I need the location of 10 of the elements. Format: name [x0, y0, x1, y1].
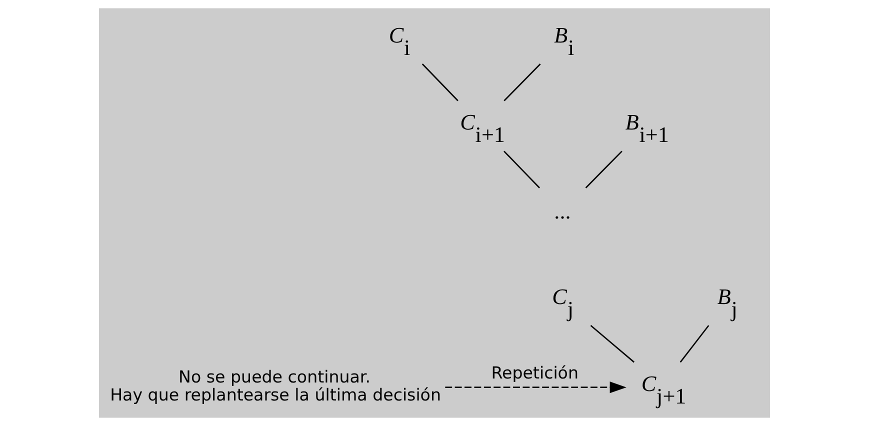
connector — [504, 150, 540, 188]
arrow — [445, 382, 626, 394]
node-text: No se puede continuar. Hay que replantearse la última decisión — [110, 368, 441, 405]
connector — [585, 150, 622, 188]
edge-label: Repetición — [491, 363, 578, 382]
connector — [422, 64, 458, 102]
connector — [504, 64, 541, 102]
node-text: ... — [554, 198, 571, 224]
connector — [680, 325, 710, 363]
connector — [590, 324, 635, 363]
